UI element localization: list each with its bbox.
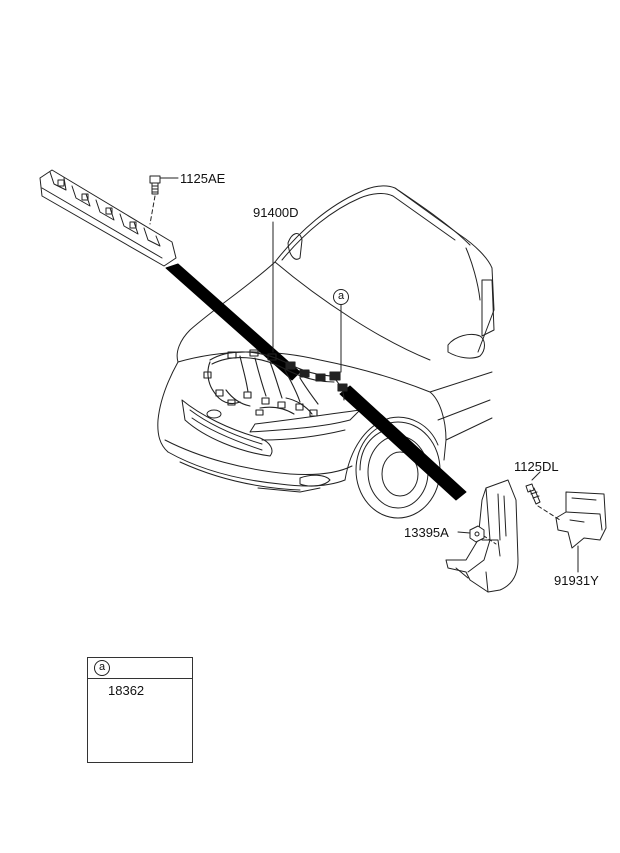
bracket-assembly xyxy=(445,471,607,593)
harness-band-left xyxy=(165,263,301,381)
harness-band-right xyxy=(339,385,467,501)
label-91400d: 91400D xyxy=(253,205,299,220)
fuse-block-bracket xyxy=(39,169,177,267)
label-1125ae: 1125AE xyxy=(180,171,226,186)
label-13395a: 13395A xyxy=(404,525,449,540)
callout-a: a xyxy=(333,289,349,305)
detail-inset-header: a xyxy=(88,658,192,679)
label-91931y: 91931Y xyxy=(554,573,599,588)
car-outline xyxy=(157,185,495,519)
bolt-1125ae-drawing xyxy=(149,175,179,225)
inset-callout-a: a xyxy=(94,660,110,676)
detail-inset: a 18362 xyxy=(87,657,193,763)
label-1125dl: 1125DL xyxy=(514,459,559,474)
engine-harness xyxy=(203,349,348,417)
label-18362: 18362 xyxy=(108,683,145,698)
